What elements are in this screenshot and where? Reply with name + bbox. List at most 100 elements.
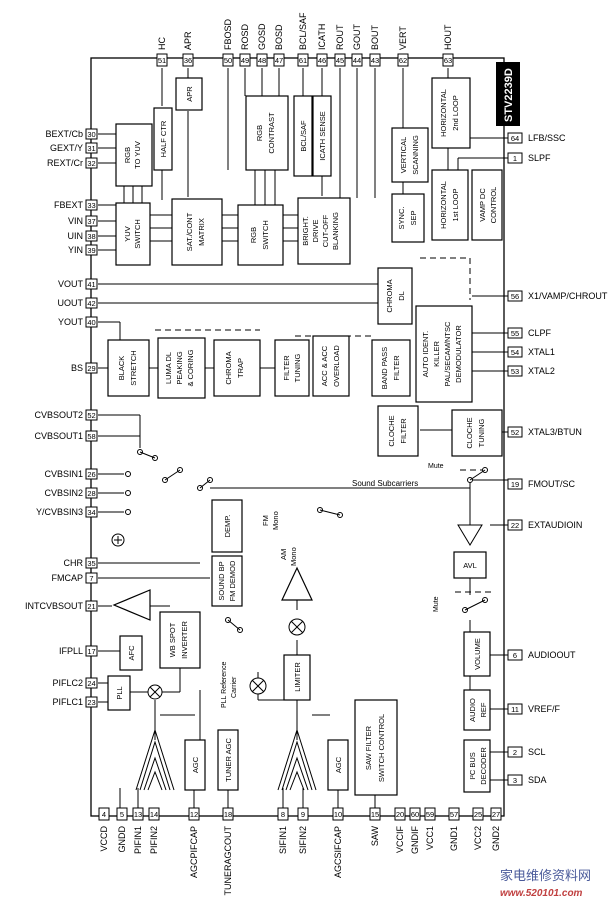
pin-number: 43 [371, 56, 379, 65]
pin-number: 27 [492, 810, 500, 819]
pin-number: 13 [134, 810, 142, 819]
pin-label: HOUT [443, 24, 453, 50]
pin-28: 28 CVBSIN2 [44, 487, 98, 499]
pin-number: 39 [87, 246, 95, 255]
svg-text:SOUND BP: SOUND BP [217, 561, 226, 600]
apr-block: APR [175, 77, 203, 111]
pin-number: 42 [87, 299, 95, 308]
svg-text:HORIZONTAL: HORIZONTAL [439, 181, 448, 229]
pin-43: 43 BOUT [369, 24, 381, 67]
svg-text:DRIVE: DRIVE [311, 220, 320, 243]
pin-label: GNDD [117, 826, 127, 853]
pin-number: 29 [87, 364, 95, 373]
pin-label: Y/CVBSIN3 [36, 507, 83, 517]
pin-number: 31 [87, 144, 95, 153]
pin-number: 34 [87, 508, 95, 517]
pin-label: LFB/SSC [528, 133, 566, 143]
sync-sep-block: SYNC. SEP [391, 193, 425, 243]
svg-text:AVL: AVL [463, 561, 477, 570]
rgb-to-yuv-block: RGB TO YUV [115, 123, 153, 187]
pin-number: 5 [120, 810, 124, 819]
pin-label: YOUT [58, 317, 84, 327]
svg-text:TUNING: TUNING [293, 353, 302, 382]
svg-text:HORIZONTAL: HORIZONTAL [439, 89, 448, 137]
pin-label: EXTAUDIOIN [528, 520, 582, 530]
pin-label: UIN [68, 231, 84, 241]
svg-text:AUTO IDENT.: AUTO IDENT. [421, 331, 430, 378]
pin-number: 21 [87, 602, 95, 611]
svg-text:ICATH SENSE: ICATH SENSE [318, 111, 327, 160]
svg-text:VERTICAL: VERTICAL [399, 137, 408, 174]
pin-number: 35 [87, 559, 95, 568]
pin-number: 54 [511, 348, 519, 357]
avl-block: AVL [453, 551, 487, 579]
switches [125, 449, 488, 633]
pin-label: XTAL2 [528, 366, 555, 376]
svg-text:APR: APR [185, 86, 194, 102]
pin-label: ROSD [240, 23, 250, 50]
svg-text:SEP: SEP [409, 210, 418, 225]
cloche-filter-block: CLOCHE FILTER [377, 405, 419, 457]
pin-label: YIN [68, 245, 83, 255]
svg-text:LIMITER: LIMITER [293, 662, 302, 692]
svg-text:SWITCH: SWITCH [133, 219, 142, 249]
am-amplifier [281, 566, 313, 601]
pin-34: 34 Y/CVBSIN3 [36, 506, 98, 518]
i2c-bus-decoder-block: I²C BUS DECODER [463, 739, 491, 793]
svg-text:OVERLOAD: OVERLOAD [332, 345, 341, 387]
pin-label: VOUT [58, 279, 84, 289]
pin-label: PIFLC2 [52, 678, 83, 688]
pin-label: CVBSIN2 [44, 488, 83, 498]
afc-block: AFC [119, 635, 143, 671]
svg-text:FILTER: FILTER [282, 355, 291, 381]
svg-text:PEAKING: PEAKING [175, 351, 184, 385]
pin-label: SCL [528, 747, 546, 757]
pin-label: XTAL3/BTUN [528, 427, 582, 437]
pin-label: INTCVBSOUT [25, 601, 84, 611]
svg-text:& CORING: & CORING [186, 349, 195, 386]
luma-dl-block: LUMA DL PEAKING & CORING [157, 337, 206, 399]
pin-label: VERT [398, 26, 408, 50]
demp-block: DEMP. [211, 499, 243, 553]
pin-number: 61 [299, 56, 307, 65]
pin-label: GOUT [352, 23, 362, 50]
pin-label: HC [157, 37, 167, 50]
pin-label: AGCPIFCAP [189, 826, 199, 878]
chip-name-badge [496, 62, 520, 126]
svg-text:TUNER AGC: TUNER AGC [224, 738, 233, 782]
svg-text:AUDIO: AUDIO [468, 698, 477, 722]
pin-label: FBEXT [54, 200, 84, 210]
svg-text:Mono: Mono [289, 547, 298, 566]
volume-block: VOLUME [463, 631, 491, 677]
pin-number: 60 [411, 810, 419, 819]
svg-text:DL: DL [397, 291, 406, 301]
pin-number: 19 [511, 480, 519, 489]
pin-number: 62 [399, 56, 407, 65]
pin-label: CHR [64, 558, 84, 568]
svg-text:INVERTER: INVERTER [180, 621, 189, 659]
pin-label: BOUT [370, 24, 380, 50]
filter-tuning-block: FILTER TUNING [274, 339, 310, 397]
pin-number: 41 [87, 280, 95, 289]
yuv-switch-block: YUV SWITCH [115, 202, 151, 266]
svg-text:AGC: AGC [191, 756, 200, 773]
svg-text:BLANKING: BLANKING [331, 212, 340, 250]
pin-number: 28 [87, 489, 95, 498]
